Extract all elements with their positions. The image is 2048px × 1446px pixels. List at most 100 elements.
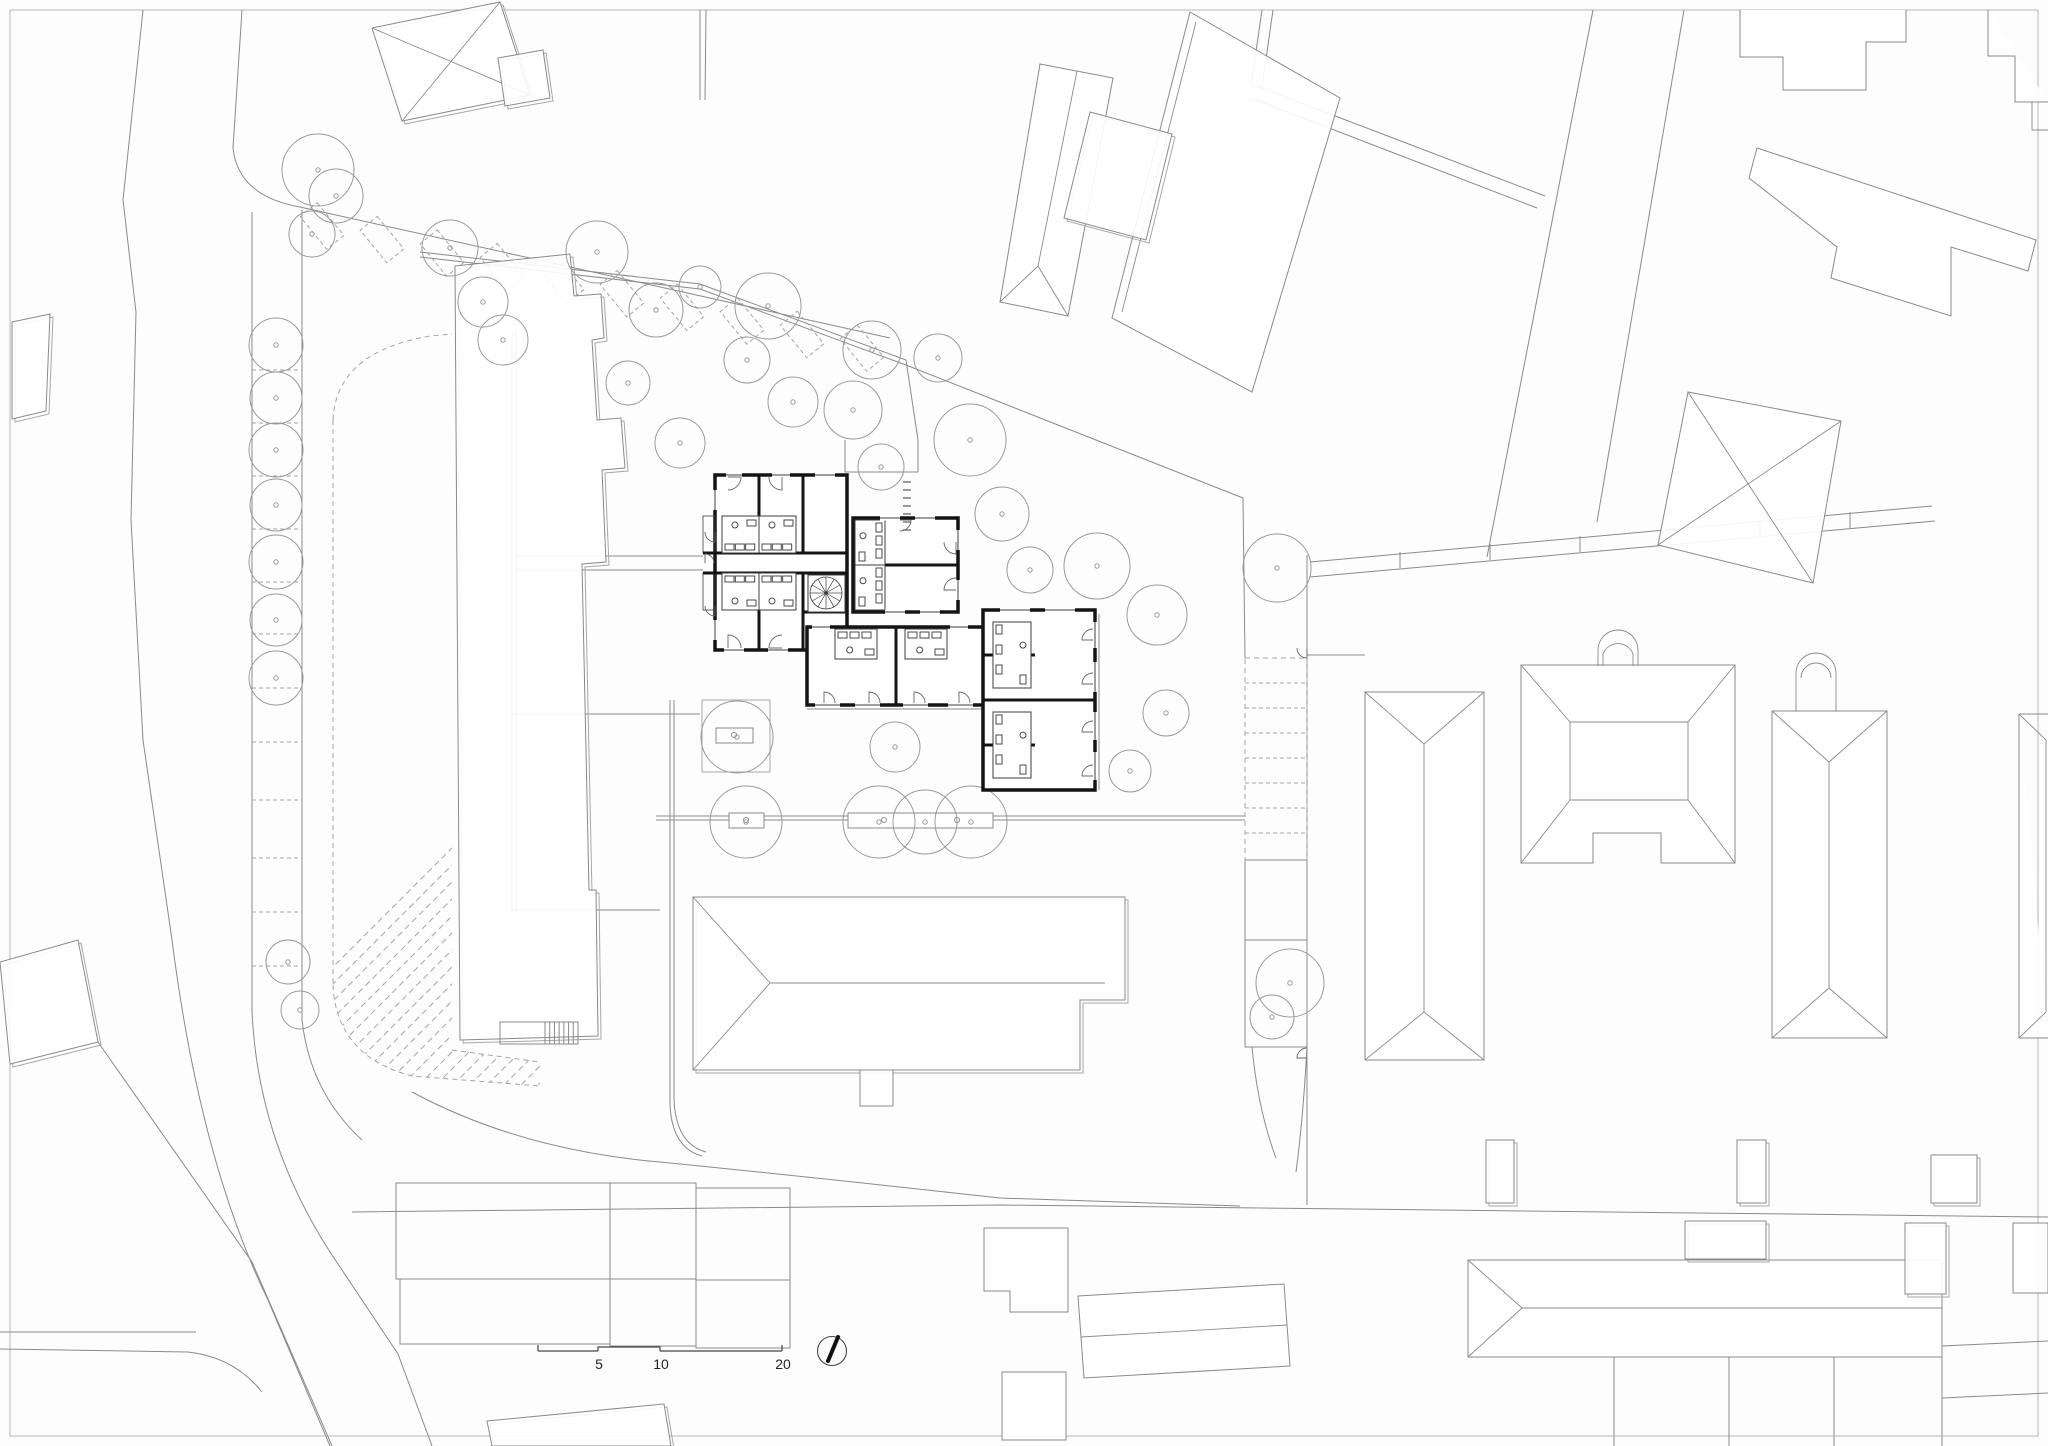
road-line [251,212,433,1446]
building-big-south-outline [692,896,1126,1071]
tree-canopy [654,417,706,469]
fixture [783,599,794,607]
terrace [702,572,716,611]
tree-canopy [248,317,304,373]
shed-1-outline [1684,1220,1767,1260]
building-big-south-roof-line [692,982,771,1071]
shed-5 [1736,1139,1770,1207]
tree-trunk [743,819,749,825]
fixture [864,648,875,656]
door-swing [727,476,742,491]
tree-canopy [249,593,303,647]
fixture [1019,674,1027,685]
tree-symbol [1108,749,1152,793]
building-stepped-tr-1 [1739,10,1907,91]
shed-4 [1485,1139,1518,1207]
building-x-roof-ne-roof-line [1657,420,1842,546]
wc-fixture [768,597,776,605]
tree-trunk [968,819,974,825]
fixture [782,543,793,551]
tree-symbol [723,336,771,384]
fixture [858,551,866,562]
fixture [734,543,745,551]
tree-canopy [913,333,963,383]
door-swing [823,691,836,704]
fixture [875,522,883,533]
fixture [931,631,942,639]
road-line [232,9,891,339]
scale-label-5: 5 [595,1356,603,1372]
stair-tread-line [825,592,841,602]
parking-stall [659,283,705,332]
tree-symbol [1006,546,1054,594]
building-hipped-se-roof-line [1467,1259,1523,1309]
tree-symbol [678,265,722,309]
building-cluster-b2-roof-line [1080,1324,1288,1338]
building-hipped-left [1364,652,1837,1061]
fixture [745,543,756,551]
bench [728,812,765,829]
tree-symbol [700,700,774,774]
tree-canopy [734,272,802,340]
tree-symbol [1142,689,1190,737]
building-hipped-right-roof-line [1771,987,1830,1039]
shed-2-outline [1904,1222,1947,1295]
road-line [411,1091,1241,1207]
building-x-roof-ne [1657,391,1842,584]
building-gable-top-center-roof-line [999,265,1039,303]
tree-symbol [1249,994,1295,1040]
tree-canopy [248,650,304,706]
fixture [995,734,1003,745]
building-annex-top-center [1063,111,1176,244]
bench [847,812,994,829]
building-long-existing-outline [454,253,626,1041]
fixture [995,714,1003,725]
fixture [1019,764,1027,775]
bathroom [992,711,1032,779]
bathroom [758,515,797,554]
tree-trunk [967,437,973,443]
road-line [844,440,918,473]
door-swing [704,531,716,543]
building-hipped-left-roof-line [1423,691,1485,745]
building-hipped-left-roof-line [1364,1011,1425,1061]
building-x-roof-nw [371,1,534,125]
road-line [704,9,707,101]
fixture [724,543,735,551]
fixture [771,543,782,551]
tree-trunk [273,617,279,623]
tree-symbol [248,534,304,590]
tree-symbol [913,333,963,383]
road-line [301,210,363,1141]
shed-6-outline [1930,1154,1978,1204]
stair-tread-line [817,592,827,608]
building-bottom-center-outline [486,1403,672,1446]
tree-trunk [999,511,1005,517]
spiral-stair [807,574,846,613]
shed-4-outline [1485,1139,1515,1204]
building-x-roof-annex [497,49,554,110]
tree-canopy [248,534,304,590]
road-line [1309,520,1936,578]
road-line [97,1041,333,1446]
stair-tread-line [817,578,827,594]
tree-canopy [869,721,921,773]
fixture [746,519,757,527]
bathroom [904,628,948,660]
tree-canopy [281,133,355,207]
tree-symbol [280,990,320,1030]
shed-5-outline [1736,1139,1767,1204]
building-x-roof-annex-outline [497,49,551,107]
fixture [745,575,756,583]
bathroom [758,572,797,611]
tree-trunk [1154,612,1160,618]
tree-trunk [1027,567,1033,573]
building-x-roof-ne-outline [1657,391,1842,584]
tree-symbol [842,785,916,859]
building-cluster-b3-outline [1001,1371,1067,1441]
door-swing [768,476,783,491]
wc-fixture [859,532,867,540]
